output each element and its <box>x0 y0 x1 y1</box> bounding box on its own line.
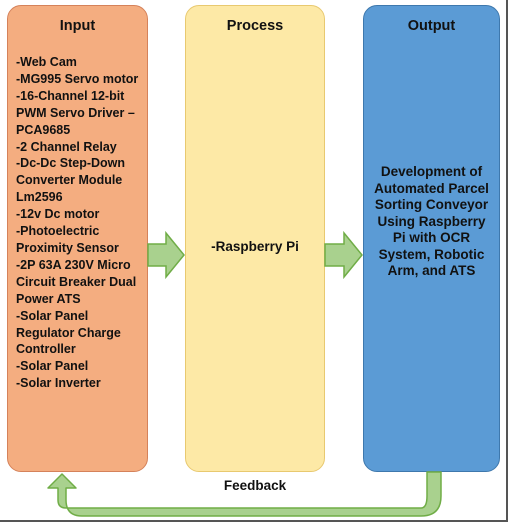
input-item: -Solar Panel Regulator Charge Controller <box>16 308 121 357</box>
input-item: -2P 63A 230V Micro Circuit Breaker Dual … <box>16 257 137 306</box>
input-item: -2 Channel Relay <box>16 139 117 154</box>
input-item: -MG995 Servo motor <box>16 71 139 86</box>
process-title: Process <box>226 18 284 34</box>
input-item: -Photoelectric Proximity Sensor <box>16 224 119 255</box>
input-item: -Web Cam <box>16 55 77 69</box>
input-item: -16-Channel 12-bit PWM Servo Driver – PC… <box>16 88 135 137</box>
output-title: Output <box>407 18 456 34</box>
input-list: -Web Cam -MG995 Servo motor -16-Channel … <box>16 54 143 392</box>
input-to-process-arrow <box>147 230 185 280</box>
feedback-label: Feedback <box>223 478 287 493</box>
input-item: -Solar Inverter <box>16 376 101 391</box>
output-text: Development of Automated Parcel Sorting … <box>374 164 489 278</box>
process-box: Process -Raspberry Pi <box>185 5 325 472</box>
process-to-output-arrow <box>324 230 363 280</box>
input-item: -Solar Panel <box>16 359 89 374</box>
input-box: Input -Web Cam -MG995 Servo motor -16-Ch… <box>7 5 148 472</box>
input-item: -12v Dc motor <box>16 207 100 222</box>
output-box: Output Development of Automated Parcel S… <box>363 5 500 472</box>
input-item: -Dc-Dc Step-Down Converter Module Lm2596 <box>16 156 126 205</box>
process-text: -Raspberry Pi <box>211 239 299 254</box>
input-title: Input <box>59 18 96 34</box>
feedback-arrow <box>47 471 442 517</box>
